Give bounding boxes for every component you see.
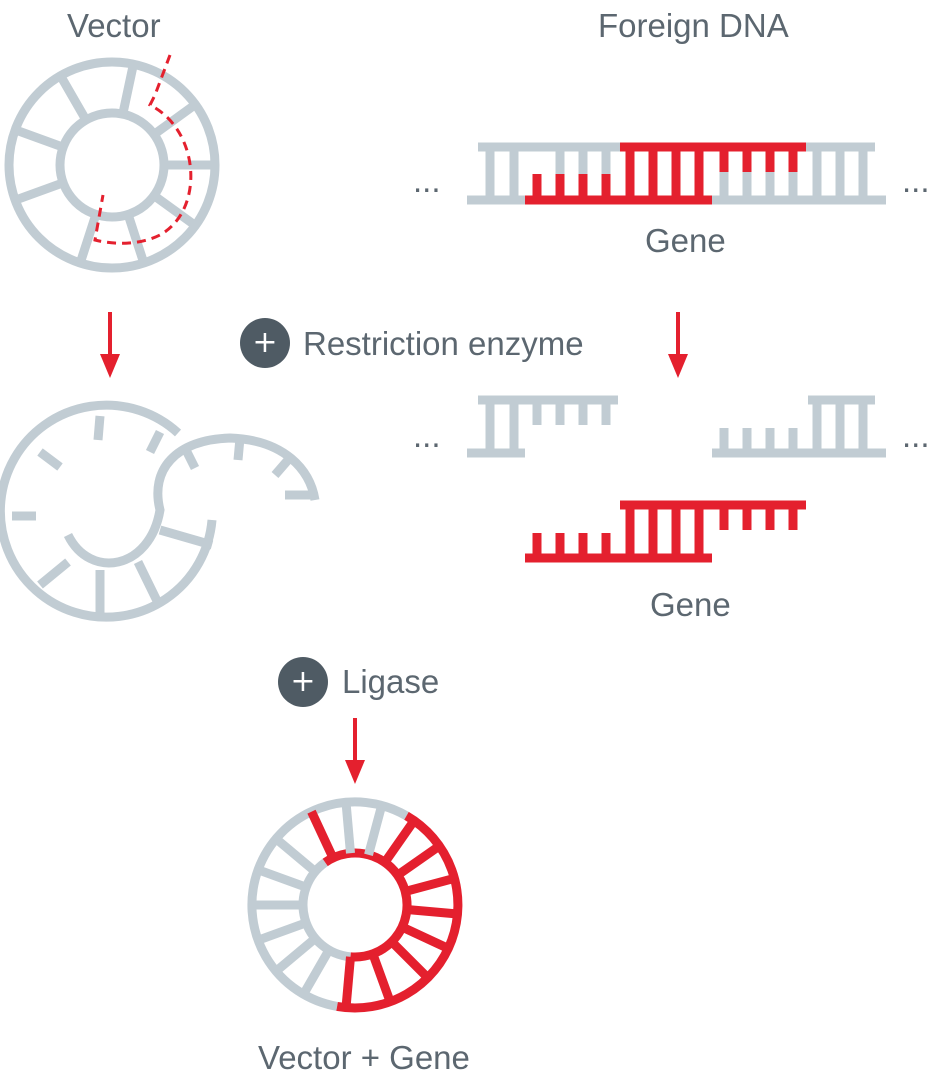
gene-spoke bbox=[395, 842, 442, 879]
plasmid-spoke bbox=[151, 191, 198, 230]
plasmid-spoke bbox=[233, 437, 245, 461]
plasmid-spoke bbox=[271, 457, 292, 478]
restriction-enzyme-label: Restriction enzyme bbox=[303, 325, 584, 362]
ellipsis-left-middle: ... bbox=[413, 417, 441, 454]
down-arrow-icon bbox=[100, 312, 120, 378]
gene-label-top: Gene bbox=[645, 222, 726, 259]
plasmid-spoke bbox=[180, 445, 200, 471]
plasmid-spoke bbox=[118, 63, 138, 116]
vector-gene-label: Vector + Gene bbox=[258, 1039, 470, 1076]
down-arrow-icon bbox=[345, 718, 365, 784]
down-arrow-icon bbox=[668, 312, 688, 378]
vector-label: Vector bbox=[67, 7, 161, 44]
plasmid-spoke bbox=[341, 802, 355, 854]
plasmid-spoke bbox=[256, 865, 308, 892]
plasmid-spoke bbox=[256, 918, 308, 945]
cut-dna-left-fragment bbox=[467, 395, 618, 458]
gene-spoke bbox=[406, 905, 458, 919]
gene-fragment bbox=[525, 500, 806, 563]
cut-dna-right-fragment bbox=[712, 395, 886, 458]
recombinant-plasmid bbox=[247, 797, 463, 1013]
plasmid-spoke bbox=[93, 415, 105, 441]
plus-badge-icon: + bbox=[278, 657, 328, 707]
ellipsis-right-middle: ... bbox=[902, 417, 930, 454]
gene-label-bottom: Gene bbox=[650, 586, 731, 623]
gene-spoke bbox=[307, 809, 338, 860]
gene-spoke bbox=[368, 952, 395, 1004]
gene-spoke bbox=[404, 873, 456, 896]
plasmid-spoke bbox=[151, 100, 198, 139]
cut-site-dashed-line bbox=[93, 54, 193, 245]
gene-spoke bbox=[400, 922, 451, 953]
plasmid-inner-ring bbox=[298, 858, 352, 962]
ellipsis-left-top: ... bbox=[413, 162, 441, 199]
ligase-label: Ligase bbox=[342, 663, 440, 700]
plasmid-spoke bbox=[133, 560, 165, 609]
plasmid-spoke bbox=[13, 125, 65, 152]
foreign-dna-strand bbox=[467, 142, 886, 205]
plasmid-spoke bbox=[75, 213, 101, 265]
plasmid-spoke bbox=[299, 947, 333, 997]
plasmid-spoke bbox=[123, 213, 149, 265]
foreign-dna-label: Foreign DNA bbox=[598, 7, 789, 44]
gene-spoke bbox=[341, 956, 355, 1008]
plasmid-spoke bbox=[37, 558, 71, 589]
plasmid-outer-ring bbox=[247, 797, 409, 1011]
plasmid-spoke bbox=[56, 73, 90, 123]
vector-plasmid bbox=[4, 57, 220, 273]
gene-spoke bbox=[381, 818, 418, 865]
gene-spoke bbox=[388, 938, 431, 981]
plasmid-spoke bbox=[37, 448, 63, 471]
plasmid-spoke bbox=[273, 934, 319, 975]
plasmid-spoke bbox=[145, 429, 165, 455]
plasmid-spoke bbox=[273, 835, 319, 876]
ellipsis-right-top: ... bbox=[902, 162, 930, 199]
plus-badge-icon: + bbox=[240, 318, 290, 368]
plasmid-spoke bbox=[13, 178, 65, 205]
plasmid-spoke bbox=[364, 804, 387, 856]
cut-vector-plasmid bbox=[0, 400, 320, 622]
plasmid-spoke bbox=[158, 525, 214, 550]
